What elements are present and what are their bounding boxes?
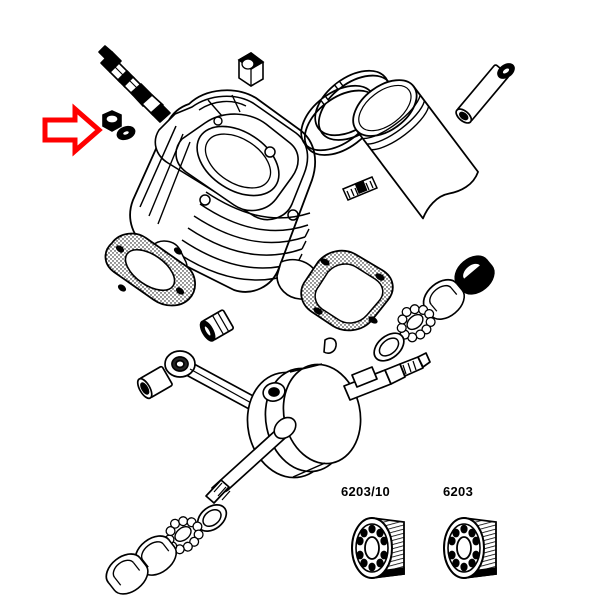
- small-end-bush: [136, 365, 173, 400]
- bearing-label-6203: 6203: [443, 484, 474, 499]
- ball-bearing-6203-10: [351, 516, 405, 580]
- spark-plug: [98, 45, 171, 123]
- crank-pin-bush: [199, 309, 235, 342]
- piston: [352, 79, 479, 220]
- bearing-label-6203-10: 6203/10: [341, 484, 391, 499]
- woodruff-key: [323, 337, 337, 354]
- cylinder-stud-bolt: [341, 176, 379, 201]
- washer-right: [373, 332, 405, 362]
- ball-cage-right: [396, 304, 436, 343]
- annotation-arrow-icon: [42, 103, 103, 157]
- crankshaft-flywheel-assembly: [164, 350, 431, 504]
- oil-seal-left: [105, 553, 149, 595]
- spark-plug-washer: [116, 125, 136, 141]
- ball-bearing-6203: [443, 516, 497, 580]
- ball-cage-left: [164, 516, 204, 555]
- base-gasket-exhaust: [300, 249, 394, 332]
- cylinder-head-and-barrel: [129, 89, 321, 300]
- washer-left: [196, 504, 228, 532]
- spacer-right: [422, 278, 466, 320]
- base-gasket-intake: [104, 232, 196, 307]
- dowel-bush: [237, 52, 265, 87]
- spark-plug-nut: [102, 110, 122, 132]
- connecting-rod: [164, 350, 269, 417]
- circlip: [497, 63, 515, 79]
